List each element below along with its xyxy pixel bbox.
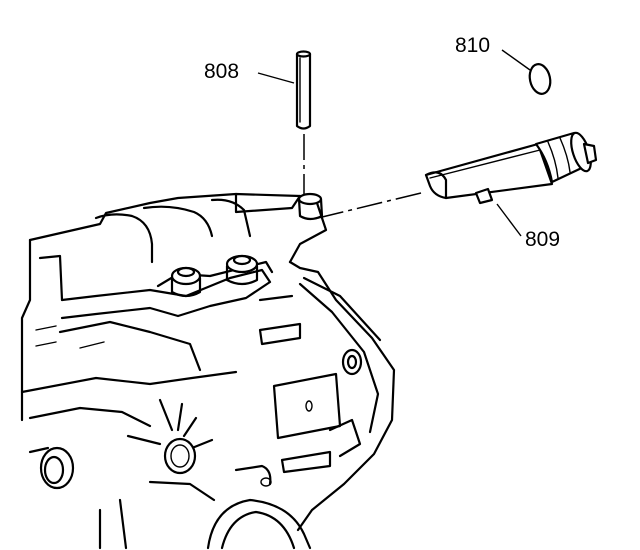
transmission-housing [20, 192, 396, 550]
part-808-pin [295, 50, 312, 130]
callout-809-leader [496, 203, 522, 237]
bolt-left [170, 266, 202, 298]
callout-810-leader [501, 49, 531, 71]
pin-bore [297, 192, 323, 206]
breather-vent [126, 398, 214, 475]
side-port [28, 446, 75, 490]
callout-810-label: 810 [455, 34, 490, 57]
callout-808-label: 808 [204, 60, 239, 83]
part-809-tube [424, 131, 598, 205]
tube-axis-line [317, 191, 426, 219]
callout-809-label: 809 [525, 228, 560, 251]
bolt-right [225, 254, 259, 286]
callout-808-leader [257, 72, 295, 84]
part-810-o-ring [528, 63, 552, 95]
